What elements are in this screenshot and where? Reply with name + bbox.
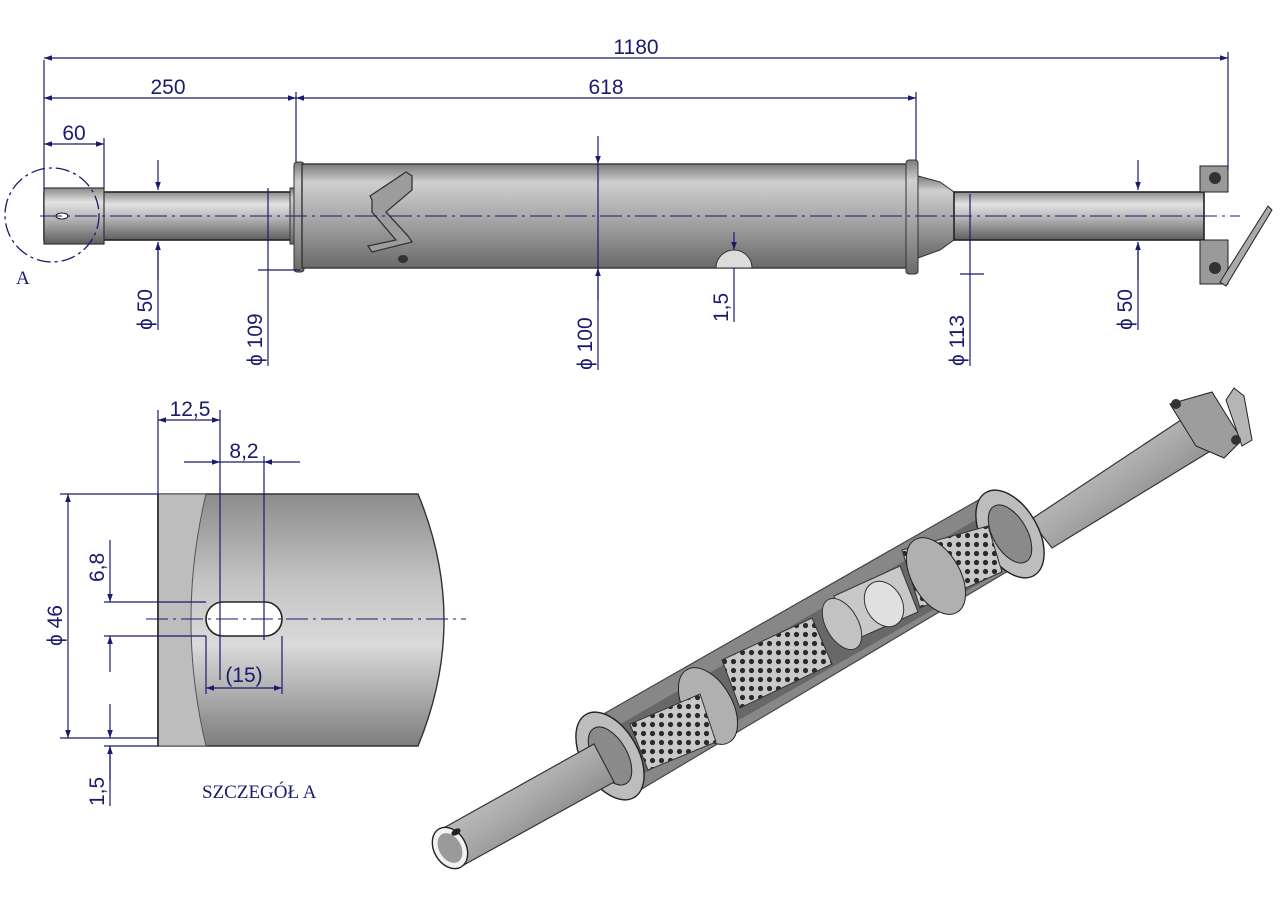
dim-slot-length: (15) [225,664,262,687]
outlet-flange-ring [905,159,919,275]
dim-slot-height: 6,8 [86,553,109,582]
isometric-view [431,387,1253,870]
dim-dia-outlet: ϕ 50 [1114,289,1137,330]
iso-clamp-bolt-icon [1231,435,1241,445]
dim-wall-marker: 1,5 [710,293,733,322]
clamp-bolt-icon [1209,262,1221,274]
iso-clamp [1169,391,1243,459]
iso-perforated-tube [721,617,833,709]
drain-hole [715,249,753,269]
dim-dia-inlet: ϕ 50 [134,289,157,330]
detail-caption: SZCZEGÓŁ A [202,781,317,803]
dim-slot-offset: 12,5 [170,398,211,421]
main-dimensions: 1180 250 618 60 ϕ 50 ϕ 109 ϕ 100 1,5 [43,36,1229,370]
dim-overall-length: 1180 [613,36,658,59]
clamp-bolt-icon [1209,172,1221,184]
detail-view: 12,5 8,2 6,8 (15) ϕ 46 1,5 SZCZEGÓŁ A [44,398,466,806]
detail-label-a: A [16,268,30,289]
iso-baffle [905,537,967,615]
outlet-cone [917,175,955,259]
dim-dia-inlet-flange: ϕ 109 [244,313,267,366]
logo-rivet [398,255,408,263]
brand-logo [366,171,414,253]
dim-body-length: 618 [588,76,623,99]
clamp-lever [1219,205,1273,287]
iso-inlet-slot [451,828,461,836]
dim-detail-wall: 1,5 [86,777,109,806]
dim-dia-outlet-flange: ϕ 113 [946,315,969,366]
dim-detail-length: 60 [62,122,85,145]
dim-inlet-length: 250 [150,76,185,99]
iso-clamp-bolt-icon [1171,399,1181,409]
dim-detail-diameter: ϕ 46 [44,605,67,646]
detail-pipe [157,493,445,747]
detail-circle-a [4,167,100,263]
main-view: A [4,159,1273,289]
dim-slot-width: 8,2 [229,440,258,463]
detail-chamfer [157,493,207,747]
iso-perforated-tube [629,693,717,771]
dim-dia-body: ϕ 100 [574,317,597,370]
